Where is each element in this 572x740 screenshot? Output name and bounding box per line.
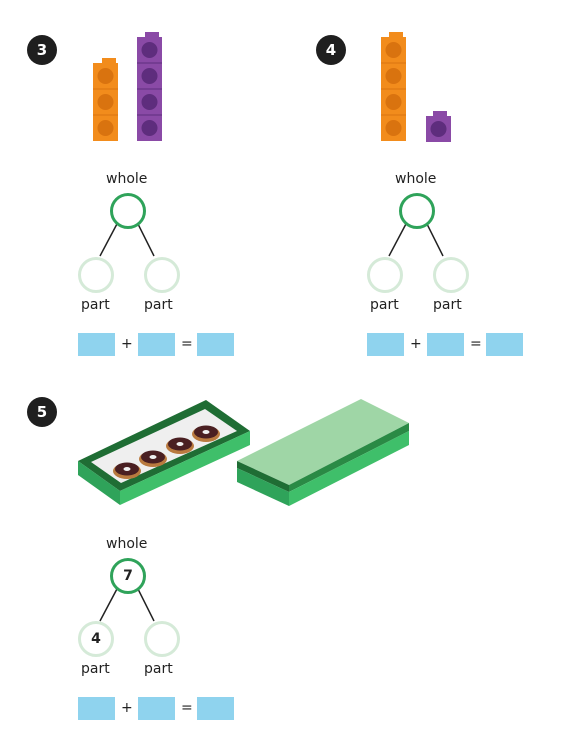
whole-circle[interactable] bbox=[399, 193, 435, 229]
orange-cube-stack-icon bbox=[381, 32, 406, 141]
whole-label: whole bbox=[106, 536, 148, 552]
part-label-right: part bbox=[144, 297, 173, 313]
whole-circle[interactable]: 7 bbox=[110, 558, 146, 594]
part-circle-left[interactable] bbox=[78, 257, 114, 293]
doughnut-icon bbox=[113, 462, 141, 479]
cubes-q3 bbox=[93, 32, 162, 141]
purple-cube-icon bbox=[426, 111, 451, 142]
part-circle-right[interactable] bbox=[433, 257, 469, 293]
equals-sign: = bbox=[181, 336, 193, 352]
part-label-left: part bbox=[370, 297, 399, 313]
question-number-3: 3 bbox=[27, 35, 57, 65]
answer-box-2[interactable] bbox=[138, 697, 175, 720]
part-circle-left[interactable]: 4 bbox=[78, 621, 114, 657]
equals-sign: = bbox=[181, 700, 193, 716]
part-whole-connectors bbox=[388, 221, 444, 257]
plus-sign: + bbox=[121, 336, 133, 352]
doughnut-icon bbox=[192, 425, 220, 442]
doughnut-icon bbox=[166, 437, 194, 454]
part-circle-right[interactable] bbox=[144, 621, 180, 657]
answer-box-1[interactable] bbox=[78, 697, 115, 720]
part-label-left: part bbox=[81, 661, 110, 677]
part-circle-left[interactable] bbox=[367, 257, 403, 293]
part-whole-connectors bbox=[99, 221, 155, 257]
box-lid-icon bbox=[237, 399, 409, 506]
part-whole-connectors bbox=[99, 586, 155, 622]
answer-box-1[interactable] bbox=[78, 333, 115, 356]
purple-cube-stack-icon bbox=[137, 32, 162, 141]
part-circle-right[interactable] bbox=[144, 257, 180, 293]
question-number-4: 4 bbox=[316, 35, 346, 65]
plus-sign: + bbox=[410, 336, 422, 352]
answer-box-2[interactable] bbox=[427, 333, 464, 356]
orange-cube-stack-icon bbox=[93, 58, 118, 141]
cubes-q4 bbox=[381, 32, 451, 142]
answer-box-3[interactable] bbox=[197, 697, 234, 720]
answer-box-1[interactable] bbox=[367, 333, 404, 356]
doughnut-icon bbox=[139, 450, 167, 467]
whole-label: whole bbox=[106, 171, 148, 187]
doughnut-box-icon bbox=[78, 399, 409, 506]
whole-label: whole bbox=[395, 171, 437, 187]
whole-circle[interactable] bbox=[110, 193, 146, 229]
answer-box-3[interactable] bbox=[197, 333, 234, 356]
question-number-5: 5 bbox=[27, 397, 57, 427]
part-label-left: part bbox=[81, 297, 110, 313]
part-label-right: part bbox=[144, 661, 173, 677]
equals-sign: = bbox=[470, 336, 482, 352]
plus-sign: + bbox=[121, 700, 133, 716]
answer-box-2[interactable] bbox=[138, 333, 175, 356]
part-label-right: part bbox=[433, 297, 462, 313]
answer-box-3[interactable] bbox=[486, 333, 523, 356]
